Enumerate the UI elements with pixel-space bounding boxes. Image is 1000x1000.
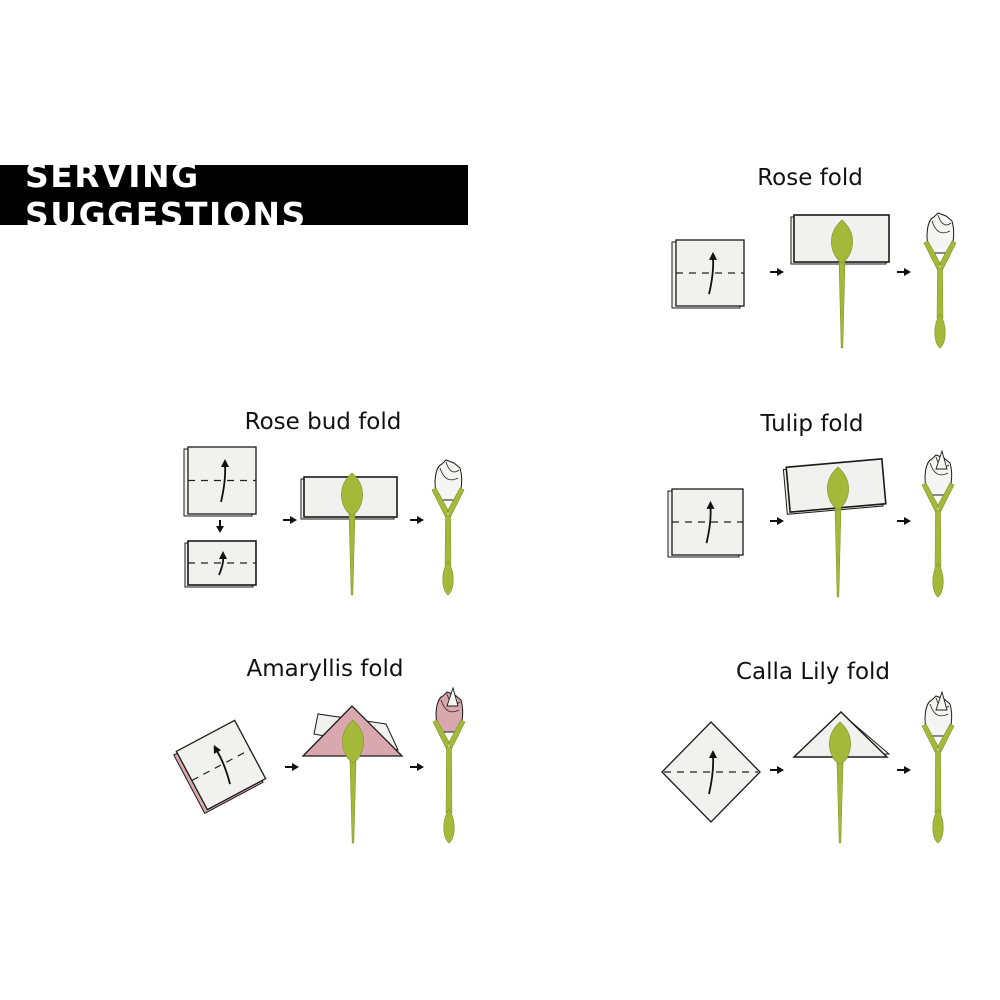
leaf bbox=[827, 466, 849, 511]
napkin-square bbox=[667, 488, 744, 558]
sepal-left bbox=[921, 723, 939, 755]
calla-lily-fold-diagram bbox=[661, 690, 955, 844]
stem-base-bud bbox=[443, 808, 455, 844]
stem bbox=[838, 259, 846, 349]
leaf bbox=[341, 472, 363, 517]
tulip-fold-diagram bbox=[667, 449, 955, 598]
napkin-holder-stem bbox=[827, 466, 849, 598]
petal bbox=[935, 690, 948, 711]
napkin-holder-stem bbox=[829, 721, 851, 844]
sepal-right bbox=[937, 482, 955, 514]
flower-stem bbox=[934, 750, 942, 814]
header-banner: SERVING SUGGESTIONS bbox=[0, 156, 468, 234]
sepal-right bbox=[939, 240, 957, 272]
napkin-square bbox=[173, 719, 267, 814]
napkin-holder-stem bbox=[341, 472, 363, 596]
fold-arrow-head bbox=[213, 744, 222, 754]
stem bbox=[836, 761, 844, 844]
stem-base-bud bbox=[932, 562, 944, 598]
arrow-head bbox=[292, 763, 299, 771]
fold-arrow-head bbox=[221, 459, 229, 468]
sepal-right bbox=[937, 723, 955, 755]
page-title: SERVING SUGGESTIONS bbox=[25, 156, 307, 234]
rose-fold-diagram bbox=[671, 212, 957, 349]
arrow-head bbox=[216, 526, 224, 533]
arrow-head bbox=[904, 268, 911, 276]
napkin-front-layer bbox=[671, 488, 744, 556]
rose-bud-fold-diagram bbox=[183, 446, 465, 596]
napkin-square bbox=[671, 239, 745, 309]
folded-flower bbox=[432, 686, 466, 844]
fold-title-tulip: Tulip fold bbox=[760, 411, 864, 437]
folded-flower bbox=[921, 690, 955, 844]
sepal-left bbox=[921, 482, 939, 514]
fold-arrow-head bbox=[706, 500, 715, 509]
bloom-folds bbox=[931, 214, 952, 234]
sepal-left bbox=[432, 719, 450, 751]
stem bbox=[349, 759, 357, 844]
stem bbox=[834, 506, 842, 598]
fold-line-dashed bbox=[191, 748, 251, 782]
bloom-folds bbox=[439, 461, 460, 481]
arrow-head bbox=[290, 516, 297, 524]
fold-arrow-head bbox=[709, 251, 717, 260]
arrow-head bbox=[904, 766, 911, 774]
folded-flower bbox=[431, 459, 465, 596]
half-folded-napkin bbox=[184, 540, 257, 588]
petal bbox=[935, 449, 948, 470]
stem bbox=[348, 512, 356, 596]
folded-flower bbox=[923, 212, 957, 349]
leaf bbox=[829, 721, 851, 766]
amaryllis-fold-diagram bbox=[173, 686, 466, 844]
fold-arrow-icon bbox=[215, 749, 231, 785]
stem-base-bud bbox=[932, 808, 944, 844]
napkin-holder-stem bbox=[831, 219, 853, 349]
fold-arrow-icon bbox=[708, 755, 715, 795]
flower-stem bbox=[444, 514, 452, 566]
fold-title-amaryllis: Amaryllis fold bbox=[246, 656, 404, 682]
fold-arrow-head bbox=[709, 750, 717, 758]
leaf bbox=[342, 719, 364, 764]
napkin-square bbox=[183, 446, 257, 517]
arrow-head bbox=[777, 766, 784, 774]
sepal-right bbox=[448, 719, 466, 751]
fold-arrow-icon bbox=[705, 506, 712, 544]
flower-stem bbox=[934, 509, 942, 568]
fold-arrow-icon bbox=[708, 257, 715, 295]
fold-title-calla-lily: Calla Lily fold bbox=[735, 659, 891, 685]
sepal-left bbox=[431, 487, 449, 519]
fold-title-rose-bud: Rose bud fold bbox=[244, 409, 402, 435]
arrow-head bbox=[777, 517, 784, 525]
arrow-head bbox=[417, 516, 424, 524]
petal bbox=[446, 686, 459, 707]
arrow-head bbox=[417, 763, 424, 771]
arrow-head bbox=[904, 517, 911, 525]
sepal-right bbox=[447, 487, 465, 519]
fold-arrow-icon bbox=[220, 465, 227, 503]
sepal-left bbox=[923, 240, 941, 272]
flower-stem bbox=[936, 267, 944, 319]
napkin-holder-stem bbox=[342, 719, 364, 844]
stem-base-bud bbox=[934, 313, 946, 349]
napkin-diamond bbox=[661, 721, 761, 823]
fold-title-rose: Rose fold bbox=[757, 165, 863, 191]
flower-stem bbox=[445, 746, 453, 814]
folded-flower bbox=[921, 449, 955, 598]
fold-arrow-head bbox=[219, 551, 227, 559]
stem-base-bud bbox=[442, 560, 454, 596]
leaf bbox=[831, 219, 853, 264]
arrow-head bbox=[777, 268, 784, 276]
